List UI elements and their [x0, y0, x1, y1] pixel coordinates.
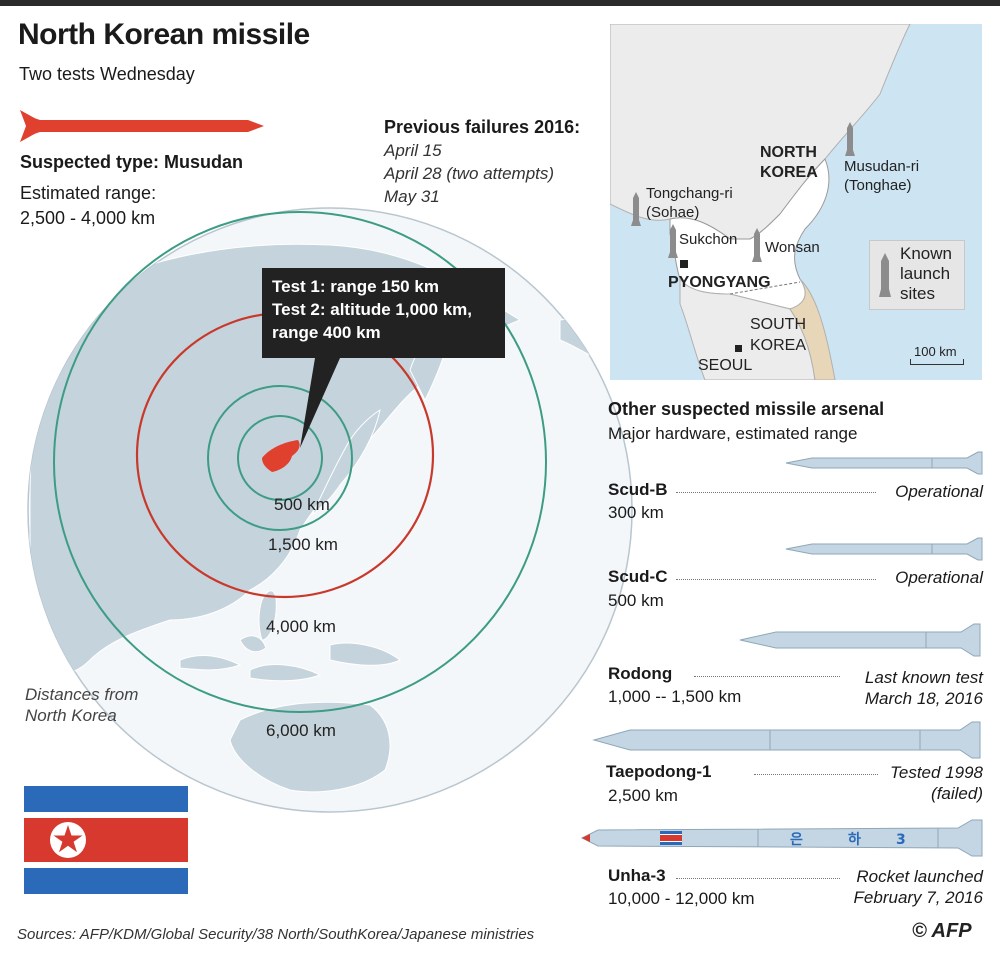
- distances-note-line2: North Korea: [25, 706, 117, 725]
- missile-status: Last known test March 18, 2016: [865, 667, 983, 709]
- top-bar: [0, 0, 1000, 6]
- label-tongchang: Tongchang-ri: [646, 185, 733, 202]
- label-north-korea-2: KOREA: [760, 164, 818, 181]
- unha-3-icon: 은 하 3: [580, 819, 983, 857]
- korea-inset-map: NORTH KOREA Musudan-ri (Tonghae) Tongcha…: [610, 24, 982, 380]
- scale-bar: [910, 359, 964, 365]
- label-tongchang-alt: (Sohae): [646, 204, 700, 221]
- missile-status-line2: February 7, 2016: [853, 888, 983, 907]
- missile-range: 10,000 - 12,000 km: [608, 889, 755, 908]
- missile-range: 500 km: [608, 591, 664, 610]
- missile-status-line1: Last known test: [864, 668, 983, 687]
- missile-status: Operational: [895, 568, 983, 587]
- missile-status-line2: (failed): [931, 784, 983, 803]
- previous-failures-title: Previous failures 2016:: [384, 117, 581, 137]
- failure-date: April 15: [384, 141, 442, 160]
- missile-name: Unha-3: [608, 866, 666, 885]
- label-sukchon: Sukchon: [679, 231, 738, 248]
- failure-date: May 31: [384, 187, 440, 206]
- legend-box: Known launch sites: [869, 240, 965, 310]
- legend-line3: sites: [900, 284, 935, 303]
- label-musudan-alt: (Tonghae): [844, 177, 912, 194]
- estimated-range-value: 2,500 - 4,000 km: [20, 208, 156, 228]
- distances-note: Distances from North Korea: [25, 684, 138, 726]
- musudan-missile-icon: [20, 110, 264, 142]
- missile-range: 300 km: [608, 503, 664, 522]
- page-subtitle: Two tests Wednesday: [19, 64, 195, 84]
- label-pyongyang: PYONGYANG: [668, 274, 771, 291]
- svg-text:3: 3: [896, 832, 906, 848]
- scud-c-icon: [785, 537, 983, 561]
- label-1500km: 1,500 km: [268, 535, 338, 554]
- label-4000km: 4,000 km: [266, 617, 336, 636]
- missile-name: Scud-C: [608, 567, 668, 586]
- launch-site-icon: [879, 253, 891, 297]
- pyongyang-marker: [680, 260, 688, 268]
- arsenal-title: Other suspected missile arsenal: [608, 399, 885, 419]
- suspected-type: Suspected type: Musudan: [20, 152, 244, 172]
- leader-line: [754, 774, 878, 775]
- label-south-korea-1: SOUTH: [750, 316, 806, 333]
- korea-map-land: [610, 24, 911, 380]
- launch-site-icon: [845, 122, 855, 156]
- svg-text:은: 은: [790, 832, 803, 848]
- launch-site-icon: [631, 192, 641, 226]
- failure-date: April 28 (two attempts): [384, 164, 555, 183]
- missile-range: 2,500 km: [608, 786, 678, 805]
- missile-status-line2: March 18, 2016: [864, 689, 983, 708]
- leader-line: [676, 579, 876, 580]
- estimated-range-label: Estimated range:: [20, 183, 157, 203]
- scud-b-icon: [785, 451, 983, 475]
- leader-line: [694, 676, 840, 677]
- missile-name: Rodong: [608, 664, 673, 683]
- north-korea-flag: [24, 786, 188, 894]
- label-6000km: 6,000 km: [266, 721, 336, 740]
- sources-credit: Sources: AFP/KDM/Global Security/38 Nort…: [17, 926, 535, 943]
- callout-pointer: [300, 358, 340, 448]
- missile-status: Operational: [895, 482, 983, 501]
- callout-test2-range: range 400 km: [272, 323, 381, 342]
- label-500km: 500 km: [274, 495, 330, 514]
- callout-test1: Test 1: range 150 km: [272, 277, 439, 296]
- arsenal-subtitle: Major hardware, estimated range: [608, 424, 858, 443]
- afp-logo: © AFP: [912, 920, 972, 942]
- label-seoul: SEOUL: [698, 357, 753, 374]
- ring-1500km: [207, 385, 353, 531]
- distances-note-line1: Distances from: [25, 685, 139, 704]
- launch-site-icon: [752, 228, 762, 262]
- label-musudan: Musudan-ri: [844, 158, 920, 175]
- page-title: North Korean missile: [18, 18, 310, 51]
- ring-500km: [237, 415, 323, 501]
- rodong-icon: [739, 623, 981, 657]
- missile-status-line1: Tested 1998: [890, 763, 983, 782]
- missile-status: Rocket launched February 7, 2016: [854, 866, 983, 908]
- missile-range: 1,000 -- 1,500 km: [608, 687, 742, 706]
- ring-6000km: [53, 211, 547, 713]
- taepodong-1-icon: [592, 721, 981, 759]
- missile-name: Taepodong-1: [606, 762, 712, 781]
- launch-site-icon: [668, 224, 678, 258]
- missile-name: Scud-B: [608, 480, 668, 499]
- leader-line: [676, 492, 876, 493]
- missile-status: Tested 1998 (failed): [890, 762, 983, 804]
- legend-line2: launch: [900, 264, 951, 283]
- north-korea-shape: [262, 440, 300, 472]
- label-south-korea-2: KOREA: [750, 337, 807, 354]
- seoul-marker: [735, 345, 742, 352]
- legend-line1: Known: [900, 244, 952, 263]
- svg-text:하: 하: [848, 831, 861, 848]
- label-wonsan: Wonsan: [765, 239, 820, 256]
- scale-label: 100 km: [914, 344, 957, 359]
- callout-test2: Test 2: altitude 1,000 km,: [272, 300, 472, 319]
- test-results-callout: Test 1: range 150 km Test 2: altitude 1,…: [262, 268, 505, 358]
- label-north-korea-1: NORTH: [760, 144, 817, 161]
- leader-line: [676, 878, 840, 879]
- missile-status-line1: Rocket launched: [856, 867, 983, 886]
